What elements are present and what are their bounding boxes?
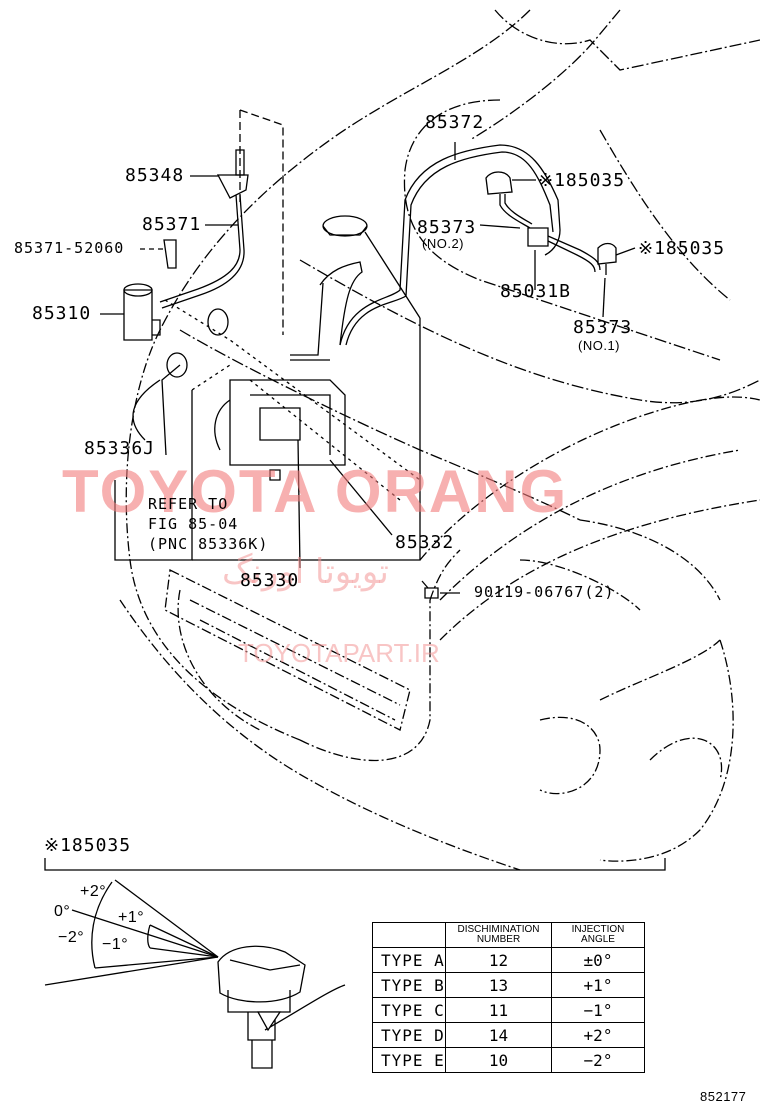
cell-number: 10 (445, 1047, 552, 1073)
callout-85371: 85371 (142, 214, 202, 235)
cell-angle: −2° (551, 1047, 645, 1073)
callout-no1: (NO.1) (578, 338, 620, 353)
callout-85310: 85310 (32, 303, 92, 324)
callout-90119-06767: 90119-06767(2) (474, 583, 615, 601)
table-header-angle: INJECTION ANGLE (551, 922, 645, 948)
cell-type: TYPE E (372, 1047, 446, 1073)
angle-plus1: +1° (118, 909, 145, 926)
refer-line-1: REFER TO (148, 495, 229, 513)
angle-minus2: −2° (58, 929, 85, 946)
refer-line-3: (PNC 85336K) (148, 535, 269, 553)
angle-0: 0° (54, 903, 71, 920)
table-row: TYPE C 11 −1° (372, 997, 645, 1023)
callout-85372: 85372 (425, 112, 485, 133)
angle-plus2: +2° (80, 883, 107, 900)
table-row: TYPE A 12 ±0° (372, 947, 645, 973)
cell-angle: +2° (551, 1022, 645, 1048)
cell-angle: +1° (551, 972, 645, 998)
cell-type: TYPE D (372, 1022, 446, 1048)
cell-type: TYPE A (372, 947, 446, 973)
cell-number: 11 (445, 997, 552, 1023)
callout-85373-no2: 85373 (417, 217, 477, 238)
injection-angle-table: DISCHIMINATION NUMBER INJECTION ANGLE TY… (372, 922, 645, 1073)
header-discrimination-line2: NUMBER (476, 934, 521, 945)
header-angle-line2: ANGLE (581, 934, 615, 945)
cell-number: 13 (445, 972, 552, 998)
angle-minus1: −1° (102, 936, 129, 953)
detail-title: ※185035 (44, 835, 132, 856)
callout-85035-right: ※185035 (638, 238, 726, 259)
cell-type: TYPE C (372, 997, 446, 1023)
table-row: TYPE E 10 −2° (372, 1047, 645, 1073)
cell-angle: ±0° (551, 947, 645, 973)
callout-85348: 85348 (125, 165, 185, 186)
callout-85330: 85330 (240, 570, 300, 591)
callout-85332: 85332 (395, 532, 455, 553)
table-row: TYPE D 14 +2° (372, 1022, 645, 1048)
callout-85035-top: ※185035 (538, 170, 626, 191)
cell-angle: −1° (551, 997, 645, 1023)
cell-type: TYPE B (372, 972, 446, 998)
cell-number: 14 (445, 1022, 552, 1048)
header-angle-line1: INJECTION (571, 924, 625, 935)
figure-number: 852177 (700, 1089, 747, 1104)
watermark-brand: TOYOTA ORANG (62, 458, 569, 525)
table-header-blank (372, 922, 446, 948)
callout-no2: (NO.2) (422, 236, 464, 251)
callout-85031b: 85031B (500, 281, 572, 302)
table-header-row: DISCHIMINATION NUMBER INJECTION ANGLE (372, 922, 645, 948)
watermark-site: TOYOTAPART.IR (238, 638, 440, 668)
cell-number: 12 (445, 947, 552, 973)
callout-85373-no1: 85373 (573, 317, 633, 338)
callout-85336j: 85336J (84, 438, 156, 459)
refer-line-2: FIG 85-04 (148, 515, 239, 533)
watermark-persian: تویوتا اورنگ (222, 552, 389, 592)
hood-outline (494, 9, 760, 71)
header-discrimination-line1: DISCHIMINATION (457, 924, 540, 935)
table-row: TYPE B 13 +1° (372, 972, 645, 998)
callout-85371-52060: 85371-52060 (14, 239, 125, 257)
table-header-discrimination: DISCHIMINATION NUMBER (445, 922, 552, 948)
